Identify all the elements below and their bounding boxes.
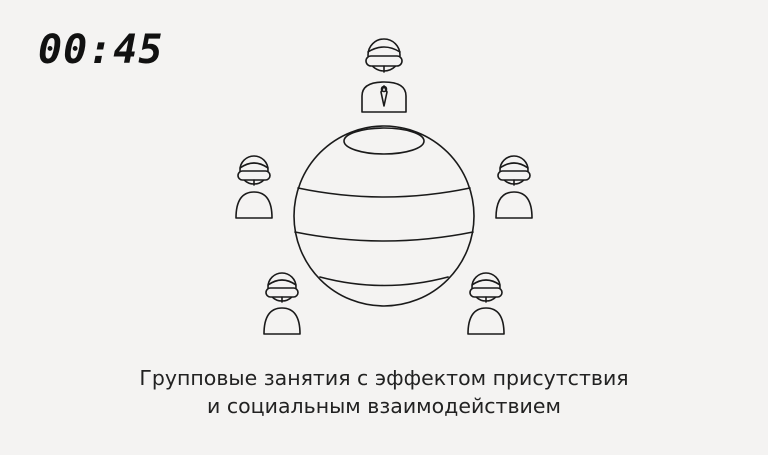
vr-headset-avatar-icon <box>263 272 301 335</box>
vr-headset-avatar-icon <box>467 272 505 335</box>
vr-headset-avatar-icon <box>495 155 533 219</box>
countdown-timer: 00:45 <box>38 27 164 73</box>
sphere-icon <box>293 125 475 307</box>
caption: Групповые занятия с эффектом присутствия… <box>0 364 768 420</box>
vr-headset-avatar-icon <box>361 38 407 113</box>
vr-headset-avatar-icon <box>235 155 273 219</box>
caption-line-1: Групповые занятия с эффектом присутствия <box>139 366 629 390</box>
caption-line-2: и социальным взаимодействием <box>207 394 561 418</box>
